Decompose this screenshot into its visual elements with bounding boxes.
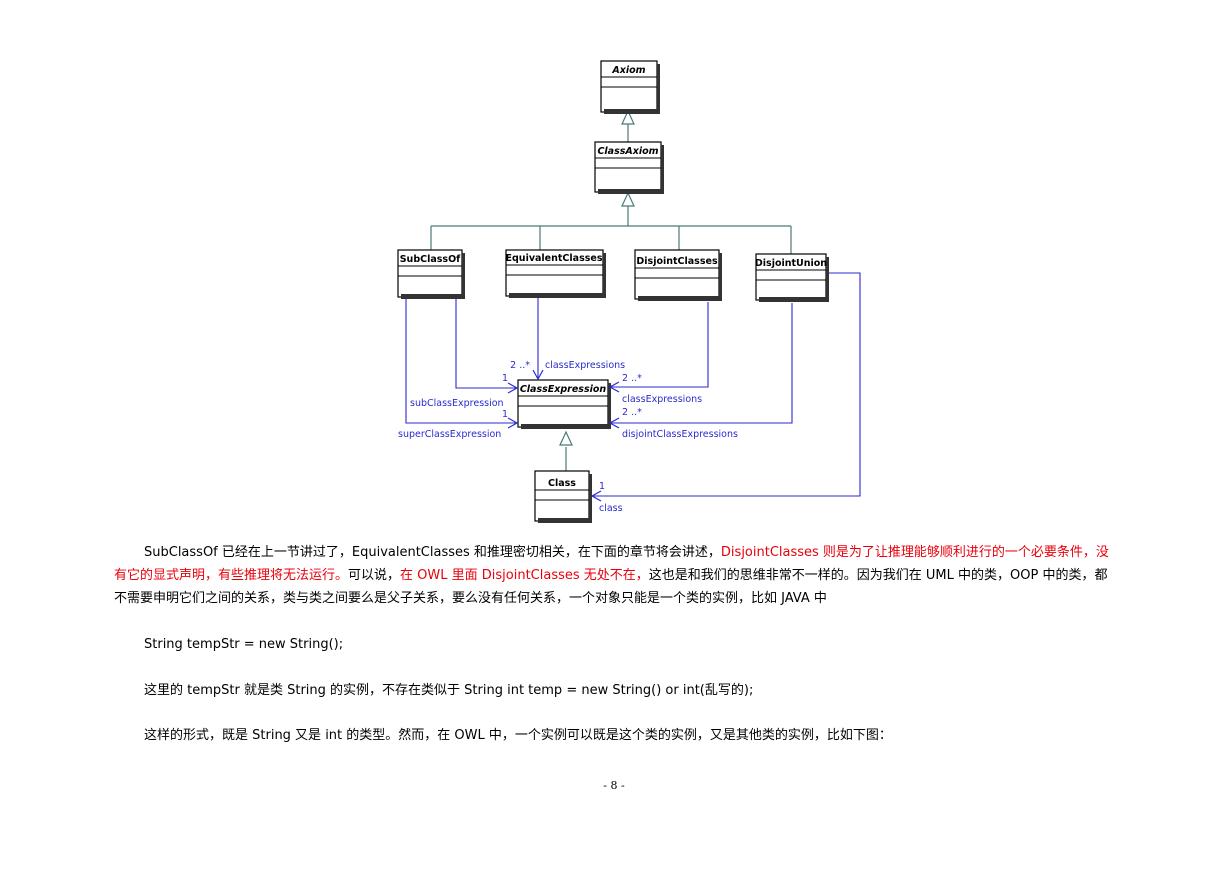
- label-sub-multiplicity: 1: [502, 373, 508, 384]
- class-box-classexpression: ClassExpression: [517, 379, 611, 429]
- label-class-role: class: [599, 503, 623, 514]
- class-name-axiom: Axiom: [611, 65, 645, 76]
- class-name-equivalentclasses: EquivalentClasses: [506, 253, 603, 264]
- page-number: - 8 -: [603, 779, 625, 792]
- uml-class-diagram: Axiom ClassAxiom SubClassOf EquivalentCl…: [397, 60, 861, 523]
- paragraph-tempstr: 这里的 tempStr 就是类 String 的实例，不存在类似于 String…: [144, 683, 754, 698]
- label-sup-multiplicity: 1: [502, 409, 508, 420]
- class-box-disjointclasses: DisjointClasses: [634, 249, 722, 301]
- label-class-multiplicity: 1: [599, 481, 605, 492]
- class-box-disjointunion: DisjointUnion: [755, 253, 829, 302]
- class-box-axiom: Axiom: [600, 60, 660, 114]
- label-sup-role: superClassExpression: [398, 429, 501, 440]
- class-box-classaxiom: ClassAxiom: [594, 141, 664, 194]
- paragraph-disjointclasses: SubClassOf 已经在上一节讲过了，EquivalentClasses 和…: [114, 541, 1118, 610]
- label-sub-role: subClassExpression: [410, 398, 504, 409]
- class-name-disjointunion: DisjointUnion: [755, 258, 827, 269]
- paragraph-text: 这也是和我们的思维非常不一样的。因为我们在 UML 中的类，OOP 中的类，都不…: [114, 568, 1108, 606]
- paragraph-text: SubClassOf 已经在上一节讲过了，EquivalentClasses 和…: [144, 545, 721, 560]
- class-box-equivalentclasses: EquivalentClasses: [505, 249, 606, 298]
- class-box-class: Class: [534, 470, 592, 523]
- label-du-multiplicity: 2 ..*: [622, 407, 642, 418]
- label-dc-multiplicity: 2 ..*: [622, 373, 642, 384]
- highlight-text: 在 OWL 里面 DisjointClasses 无处不在，: [400, 568, 649, 583]
- label-dc-role: classExpressions: [622, 394, 702, 405]
- class-name-disjointclasses: DisjointClasses: [636, 256, 718, 267]
- class-name-subclassof: SubClassOf: [400, 254, 461, 265]
- label-eq-role: classExpressions: [545, 360, 625, 371]
- class-name-classexpression: ClassExpression: [520, 384, 607, 395]
- paragraph-owl-instance: 这样的形式，既是 String 又是 int 的类型。然而，在 OWL 中，一个…: [144, 728, 892, 743]
- class-name-classaxiom: ClassAxiom: [597, 146, 658, 157]
- class-name-class: Class: [548, 478, 576, 489]
- code-line: String tempStr = new String();: [144, 637, 344, 652]
- label-du-role: disjointClassExpressions: [622, 429, 738, 440]
- highlight-text: DisjointClasses 则是为了让推理能够顺利进行的一个必要条件，没有它…: [114, 545, 1109, 583]
- class-box-subclassof: SubClassOf: [397, 249, 465, 299]
- paragraph-text: 可以说，: [348, 568, 401, 583]
- label-eq-multiplicity: 2 ..*: [510, 360, 530, 371]
